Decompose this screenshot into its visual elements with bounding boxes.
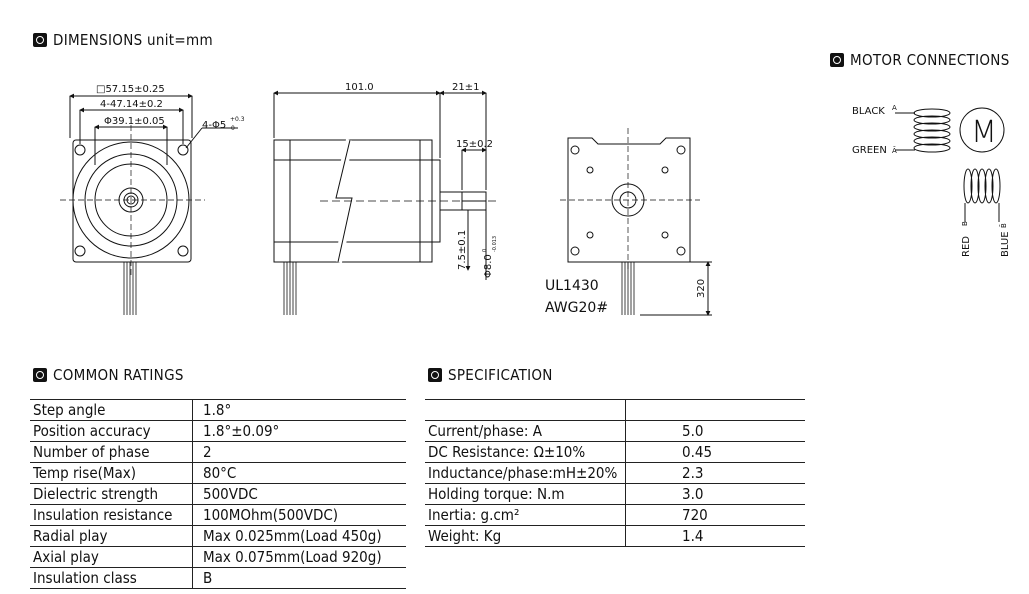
shaft-diameter-tolerance-lower: -0.013 [492,236,498,252]
side-view [273,90,500,315]
specification-header: SPECIFICATION [428,366,553,384]
green-wire-pin: Ā [892,146,897,155]
table-row: Temp rise(Max)80°C [30,462,406,484]
common-ratings-header: COMMON RATINGS [33,366,184,384]
section-bullet-icon [830,53,844,67]
row-value: 0.45 [625,441,805,463]
lead-length-dimension: 320 [696,279,707,298]
row-label: Inductance/phase:mH±20% [425,462,626,484]
blue-wire-pin: B̄ [999,223,1008,228]
row-label: Position accuracy [30,420,193,442]
row-label: Current/phase: A [425,420,626,442]
row-label: Number of phase [30,441,193,463]
hole-spacing-dimension: 4-47.14±0.2 [100,99,163,110]
flat-depth-dimension: 7.5±0.1 [457,230,468,270]
dimensions-title: DIMENSIONS unit=mm [53,31,213,49]
row-label [425,399,626,421]
row-label: Weight: Kg [425,525,626,547]
row-value: 80°C [192,462,406,484]
table-row: Inductance/phase:mH±20%2.3 [425,462,805,484]
row-label: DC Resistance: Ω±10% [425,441,626,463]
motor-connections-title: MOTOR CONNECTIONS [850,51,1010,69]
row-label: Step angle [30,399,193,421]
flat-length-dimension: 15±0.2 [456,139,493,150]
row-value: 2.3 [625,462,805,484]
shaft-length-dimension: 21±1 [452,82,479,93]
section-bullet-icon [428,368,442,382]
shaft-diameter-tolerance-upper: 0 [482,249,488,252]
shaft-diameter-dimension: Φ8.0 [483,254,494,278]
row-value: Max 0.025mm(Load 450g) [192,525,406,547]
holes-tolerance-lower: 0 [231,125,235,132]
row-value: 500VDC [192,483,406,505]
motor-connections-header: MOTOR CONNECTIONS [830,51,1010,69]
row-label: Insulation class [30,567,193,589]
dimensions-header: DIMENSIONS unit=mm [33,31,213,49]
row-label: Insulation resistance [30,504,193,526]
front-view [60,93,238,315]
row-value: Max 0.075mm(Load 920g) [192,546,406,568]
row-value: 1.4 [625,525,805,547]
row-label: Axial play [30,546,193,568]
holes-tolerance-upper: +0.3 [230,116,245,123]
row-value: 1.8°±0.09° [192,420,406,442]
row-value: 720 [625,504,805,526]
row-label: Inertia: g.cm² [425,504,626,526]
section-bullet-icon [33,33,47,47]
green-wire-label: GREEN [852,145,887,156]
blue-wire-label: BLUE [1000,231,1011,257]
row-value: 2 [192,441,406,463]
rear-view [560,128,712,316]
row-label: Dielectric strength [30,483,193,505]
pilot-dimension: Φ39.1±0.05 [104,116,165,127]
body-length-dimension: 101.0 [345,82,374,93]
section-bullet-icon [33,368,47,382]
row-value: 5.0 [625,420,805,442]
row-value: B [192,567,406,589]
flange-dimension: □57.15±0.25 [96,84,165,95]
cable-gauge-label: AWG20# [545,300,608,316]
specification-title: SPECIFICATION [448,366,553,384]
table-row [425,399,805,421]
cable-type-label: UL1430 [545,278,599,294]
black-wire-pin: A [892,104,897,112]
row-label: Holding torque: N.m [425,483,626,505]
red-wire-label: RED [961,236,972,257]
wiring-schematic [895,107,1005,222]
table-row: DC Resistance: Ω±10%0.45 [425,441,805,463]
holes-dimension: 4-Φ5 [202,120,226,131]
black-wire-label: BLACK [852,106,885,117]
red-wire-pin: B [961,221,969,226]
row-value [625,399,805,421]
dimension-drawing: □57.15±0.25 4-47.14±0.2 Φ39.1±0.05 4-Φ5 … [60,82,1011,316]
row-label: Radial play [30,525,193,547]
row-value: 3.0 [625,483,805,505]
motor-symbol: M [971,115,997,150]
row-label: Temp rise(Max) [30,462,193,484]
common-ratings-title: COMMON RATINGS [53,366,184,384]
row-value: 100MOhm(500VDC) [192,504,406,526]
row-value: 1.8° [192,399,406,421]
